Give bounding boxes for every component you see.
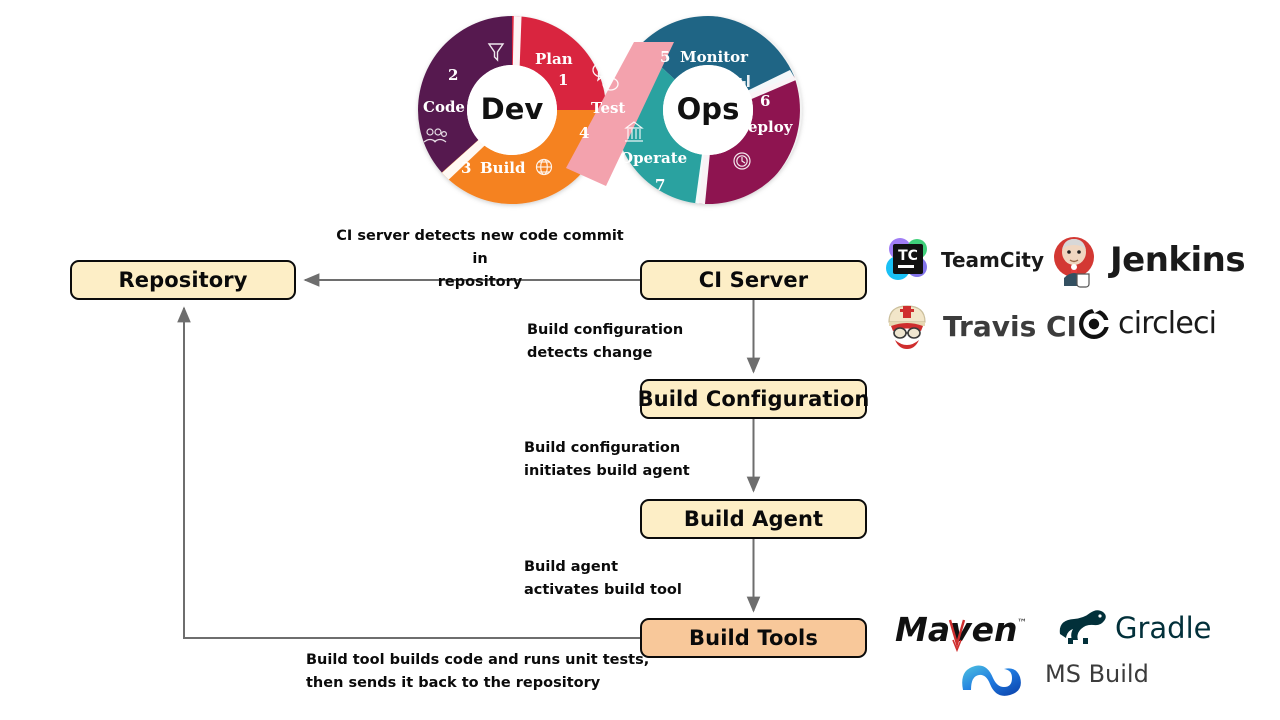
logo-jenkins-label: Jenkins [1110, 240, 1246, 280]
maven-logo-icon: Maven ™ [895, 610, 1027, 652]
logo-maven: Maven ™ [895, 610, 1035, 652]
edge-label-detects-change: Build configuration detects change [527, 322, 684, 361]
chat-icon [592, 62, 619, 91]
msbuild-logo-icon [962, 665, 1021, 696]
devops-center-left: Dev [481, 92, 544, 126]
gradle-logo-icon [1059, 610, 1106, 644]
stage-number-operate: 7 [655, 176, 665, 194]
circleci-logo-icon [1079, 306, 1110, 339]
edge-label-initiates-agent: Build configuration initiates build agen… [524, 440, 690, 479]
people-icon [423, 128, 447, 143]
edge-label-send-back: Build tool builds code and runs unit tes… [306, 652, 650, 691]
svg-text:™: ™ [1017, 618, 1027, 629]
jenkins-logo-icon [1054, 237, 1094, 288]
segment-test [566, 42, 674, 186]
bar-chart-icon [735, 75, 750, 87]
logo-gradle-label: Gradle [1115, 611, 1212, 645]
funnel-icon [487, 43, 505, 62]
node-build-tools-label: Build Tools [689, 626, 818, 650]
node-build-tools[interactable]: Build Tools [640, 618, 867, 658]
logo-jenkins: Jenkins [1046, 232, 1246, 288]
stage-number-deploy: 6 [760, 92, 770, 110]
segment-monitor [634, 16, 794, 110]
stage-label-code: Code [423, 98, 465, 116]
stage-number-build: 3 [461, 159, 471, 177]
node-build-agent-label: Build Agent [683, 507, 824, 531]
edge-label-activates-tool: Build agent activates build tool [524, 559, 682, 598]
node-build-configuration[interactable]: Build Configuration [637, 379, 870, 419]
stage-label-monitor: Monitor [680, 48, 749, 66]
stage-label-operate: Operate [620, 149, 687, 167]
node-ci-server[interactable]: CI Server [640, 260, 867, 300]
stage-number-monitor: 5 [660, 48, 670, 66]
stage-label-deploy: Deploy [735, 118, 794, 136]
logo-teamcity: TC TeamCity [884, 236, 1044, 284]
logo-circleci: circleci [1077, 306, 1217, 341]
logo-msbuild-label: MS Build [1045, 660, 1149, 688]
node-repository-label: Repository [118, 268, 248, 292]
segment-build [438, 110, 606, 204]
edge-label-commit: CI server detects new code commit in rep… [336, 228, 624, 290]
logo-travisci: Travis CI [881, 300, 1077, 352]
stage-number-code: 2 [448, 66, 458, 84]
node-ci-server-label: CI Server [698, 268, 809, 292]
svg-text:TC: TC [898, 248, 918, 264]
stage-number-plan: 1 [558, 71, 568, 89]
stage-label-plan: Plan [535, 50, 573, 68]
globe-icon [535, 158, 553, 176]
logo-teamcity-label: TeamCity [941, 248, 1045, 272]
node-build-configuration-label: Build Configuration [637, 387, 870, 411]
devops-center-right: Ops [677, 92, 740, 126]
logo-msbuild: MS Build [957, 650, 1149, 698]
logo-gradle: Gradle [1056, 608, 1211, 648]
stage-label-build: Build [480, 159, 526, 177]
node-build-agent[interactable]: Build Agent [640, 499, 867, 539]
clock-icon [733, 152, 751, 170]
logo-circleci-label: circleci [1118, 306, 1217, 341]
logo-travisci-label: Travis CI [943, 309, 1077, 343]
stage-label-test: Test [591, 99, 625, 117]
travisci-logo-icon [888, 305, 926, 349]
bank-icon [624, 121, 644, 142]
teamcity-logo-icon: TC [886, 238, 927, 280]
stage-number-test: 4 [579, 124, 589, 142]
node-repository[interactable]: Repository [70, 260, 296, 300]
devops-infinity-diagram: Dev Ops Plan 1 2 Code 3 Build Test 4 [418, 16, 802, 204]
